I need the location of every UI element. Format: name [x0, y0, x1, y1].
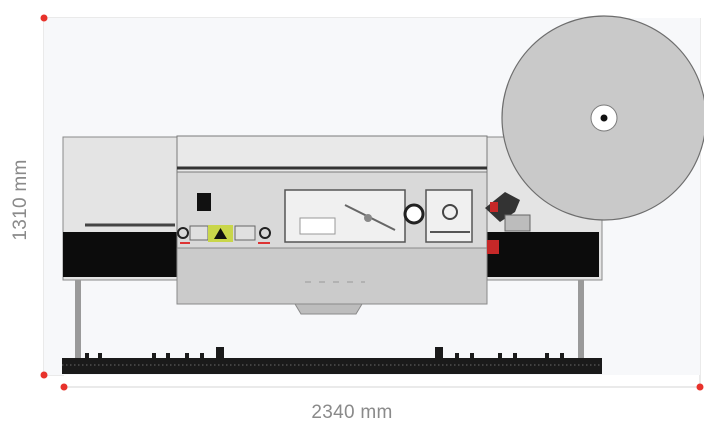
leg-left: [75, 280, 81, 360]
base-rail: [62, 358, 602, 374]
dimension-marker-icon: [696, 383, 704, 391]
dimension-marker-icon: [40, 371, 48, 379]
leg-right: [578, 280, 584, 360]
central-housing-top: [176, 135, 488, 173]
feed-red-block-1: [490, 202, 498, 212]
bottom-lip: [294, 303, 363, 315]
width-dimension-label: 2340 mm: [311, 402, 393, 423]
dimension-marker-icon: [40, 14, 48, 22]
control-knob-right: [259, 227, 271, 239]
reel-axle: [600, 114, 608, 122]
rail-studs: [85, 353, 564, 358]
window-roller: [364, 214, 372, 222]
left-cabinet-base: [63, 232, 178, 277]
control-knob-left: [177, 227, 189, 239]
control-label-strip-2: [234, 225, 256, 241]
feed-guide: [504, 214, 531, 232]
dimension-marker-icon: [60, 383, 68, 391]
dial-gauge: [403, 203, 425, 225]
power-switch: [197, 193, 211, 211]
control-label-strip: [189, 225, 209, 241]
window-inner-label: [299, 217, 336, 235]
dimension-markers: [40, 14, 704, 391]
lower-skirt: [176, 247, 488, 305]
rail-clamp-right: [435, 347, 443, 359]
rail-clamp-left: [216, 347, 224, 359]
height-dimension-label: 1310 mm: [10, 159, 31, 241]
feed-red-block-2: [487, 240, 499, 254]
warning-icon: [214, 228, 227, 239]
inspection-window-right: [425, 189, 473, 243]
window-right-roller: [442, 204, 458, 220]
right-cabinet-base: [487, 232, 599, 277]
